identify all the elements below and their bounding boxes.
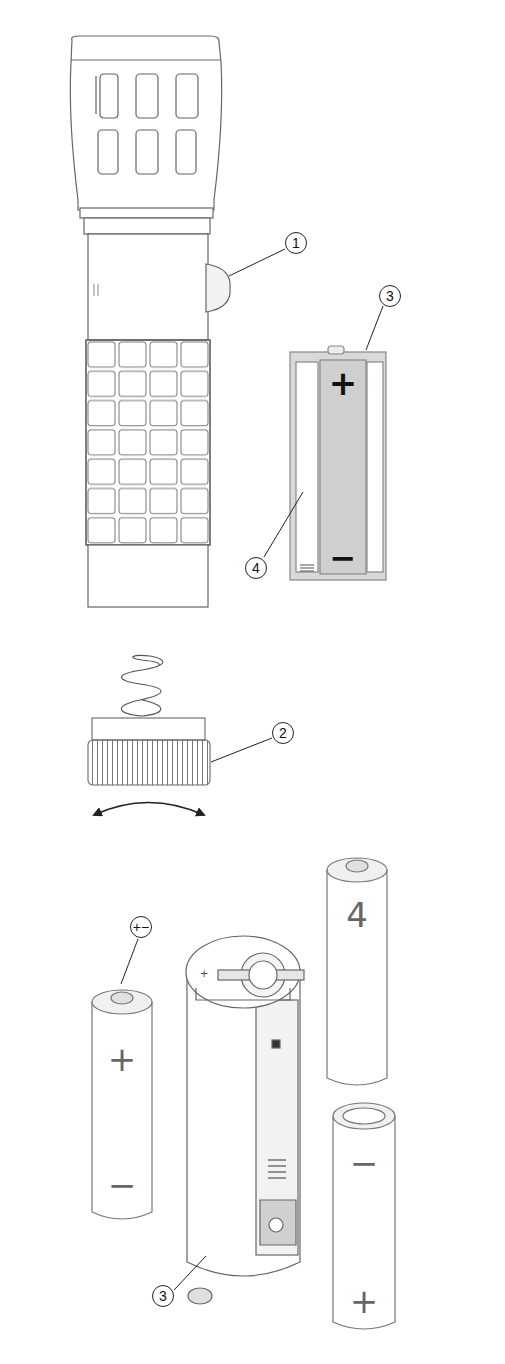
polarity-sign: −	[330, 542, 357, 574]
callout-circle: 3	[152, 1285, 174, 1307]
callout-number: +	[133, 920, 141, 934]
callout-circle: 3	[379, 285, 401, 307]
battery-holder	[186, 936, 304, 1304]
callout-number: 3	[159, 1289, 167, 1303]
battery-holder	[290, 346, 386, 580]
batteries	[92, 858, 395, 1329]
callout-circle: 2	[272, 722, 294, 744]
callout-number: 4	[252, 561, 260, 575]
polarity-sign: −	[350, 1146, 379, 1180]
callout-number: 1	[292, 236, 300, 250]
battery-label: −+	[333, 1132, 395, 1324]
callout-number: −	[141, 920, 149, 934]
callout-circle: 4	[245, 557, 267, 579]
polarity-sign: −	[108, 1168, 137, 1202]
polarity-sign: 4	[346, 898, 368, 932]
polarity-sign: +	[108, 1042, 137, 1076]
callout-number: 3	[386, 289, 394, 303]
callout-circle: +−	[130, 916, 152, 938]
end-cap	[88, 655, 210, 785]
flashlight	[70, 36, 230, 607]
polarity-sign: +	[329, 366, 358, 400]
callout-circle: 1	[285, 232, 307, 254]
battery-label: 4	[327, 884, 387, 1078]
callout-number: 2	[279, 726, 287, 740]
battery-label: +−	[320, 362, 366, 576]
polarity-sign: +	[350, 1284, 379, 1318]
contact-sign: +	[200, 969, 208, 979]
battery-label: +−	[92, 1016, 152, 1212]
rotate-arrow	[94, 803, 204, 816]
